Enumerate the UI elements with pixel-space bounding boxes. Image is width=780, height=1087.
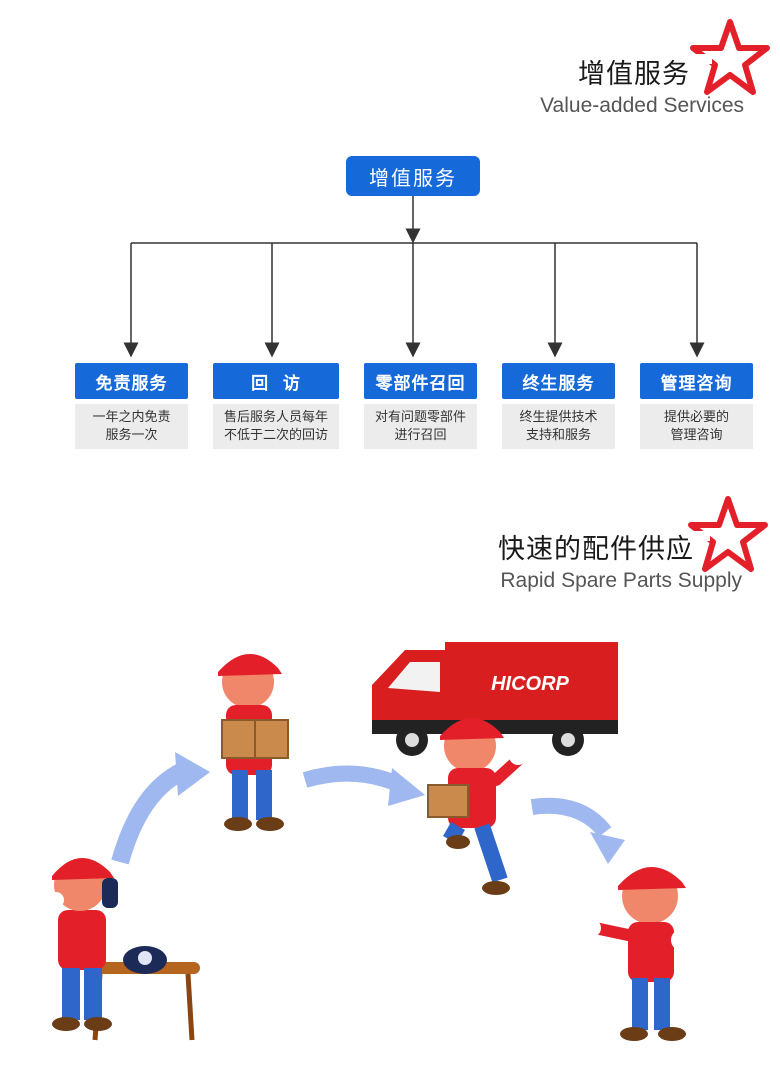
tree-item-desc: 提供必要的管理咨询 [640,404,753,449]
tree-item-desc: 售后服务人员每年不低于二次的回访 [213,404,339,449]
tree-item-parts-recall: 零部件召回 对有问题零部件进行召回 [364,363,477,449]
desc-line-2: 管理咨询 [670,427,723,443]
worker-thumbs-up [583,866,693,1041]
tree-item-desc: 一年之内免责服务一次 [75,404,188,449]
star-icon [688,496,768,572]
desc-line-1: 终生提供技术 [519,409,598,425]
tree-item-lifetime-service: 终生服务 终生提供技术支持和服务 [502,363,615,449]
tree-item-exemption: 免责服务 一年之内免责服务一次 [75,363,188,449]
tree-item-title: 终生服务 [502,363,615,399]
curved-arrow-icon [530,797,625,864]
desc-line-2: 不低于二次的回访 [223,427,328,443]
tree-item-consulting: 管理咨询 提供必要的管理咨询 [640,363,753,449]
desc-line-1: 一年之内免责 [92,409,171,425]
worker-running [427,717,527,895]
section-heading-value-added: 增值服务 Value-added Services [540,58,744,120]
section-heading-spare-parts: 快速的配件供应 Rapid Spare Parts Supply [498,533,742,595]
worker-carrying-box [218,653,289,831]
tree-item-desc: 终生提供技术支持和服务 [502,404,615,449]
section-title-en: Rapid Spare Parts Supply [500,569,742,592]
section-title-en: Value-added Services [540,94,744,117]
curved-arrow-icon [111,752,210,865]
star-icon [690,19,770,95]
tree-item-title: 回 访 [213,363,339,399]
desc-line-1: 售后服务人员每年 [223,409,328,425]
section-title-cn: 快速的配件供应 [498,534,694,565]
delivery-illustration: HICORP [48,642,693,1041]
tree-item-title: 零部件召回 [364,363,477,399]
desc-line-1: 对有问题零部件 [374,409,466,425]
tree-connectors [123,196,705,358]
truck-brand-label: HICORP [491,673,569,695]
tree-item-title: 免责服务 [75,363,188,399]
tree-item-desc: 对有问题零部件进行召回 [364,404,477,449]
tree-root-box: 增值服务 [346,156,480,196]
curved-arrow-icon [302,765,425,806]
section-title-cn: 增值服务 [578,59,690,90]
desc-line-2: 支持和服务 [525,427,591,443]
desc-line-1: 提供必要的 [663,409,729,425]
tree-item-title: 管理咨询 [640,363,753,399]
package-icon [221,719,289,759]
telephone-icon [123,946,167,974]
package-icon [427,784,469,818]
worker-on-phone [48,857,200,1041]
tree-item-revisit: 回 访 售后服务人员每年不低于二次的回访 [213,363,339,449]
desc-line-2: 服务一次 [105,427,158,443]
desc-line-2: 进行召回 [394,427,447,443]
